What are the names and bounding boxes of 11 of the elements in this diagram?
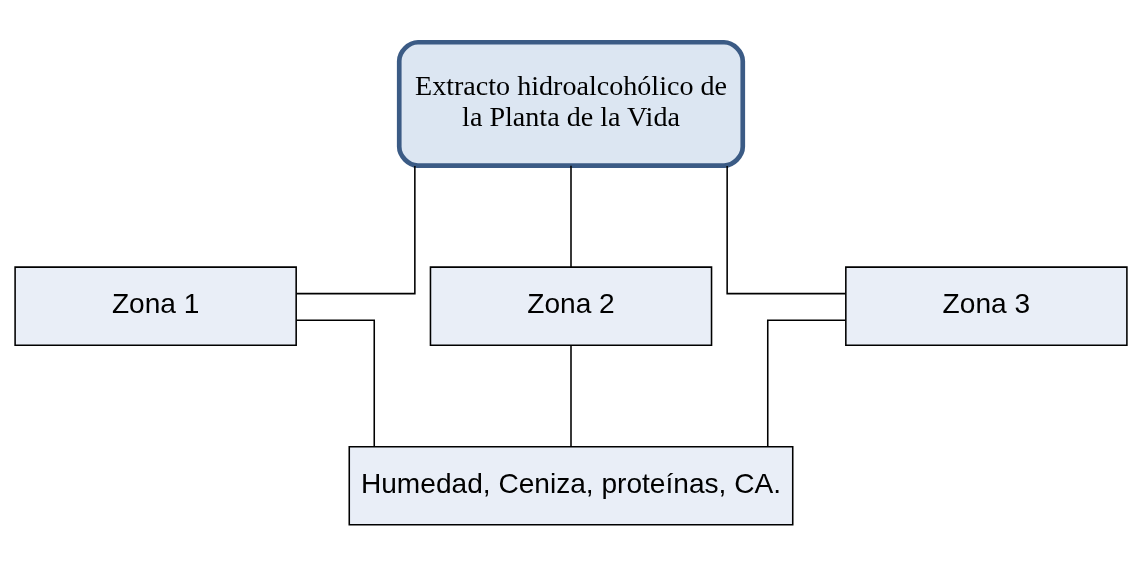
connector <box>726 165 847 295</box>
connector <box>570 164 572 268</box>
node-box: Zona 2 <box>429 266 713 346</box>
node-box: Extracto hidroalcohólico de la Planta de la Vida <box>396 39 746 168</box>
connector <box>295 319 376 448</box>
connector <box>766 319 847 448</box>
connector <box>295 165 416 295</box>
node-box: Zona 1 <box>14 266 297 346</box>
node-box: Humedad, Ceniza, proteínas, CA. <box>348 445 794 526</box>
connector <box>570 344 572 448</box>
node-box: Zona 3 <box>845 266 1128 346</box>
